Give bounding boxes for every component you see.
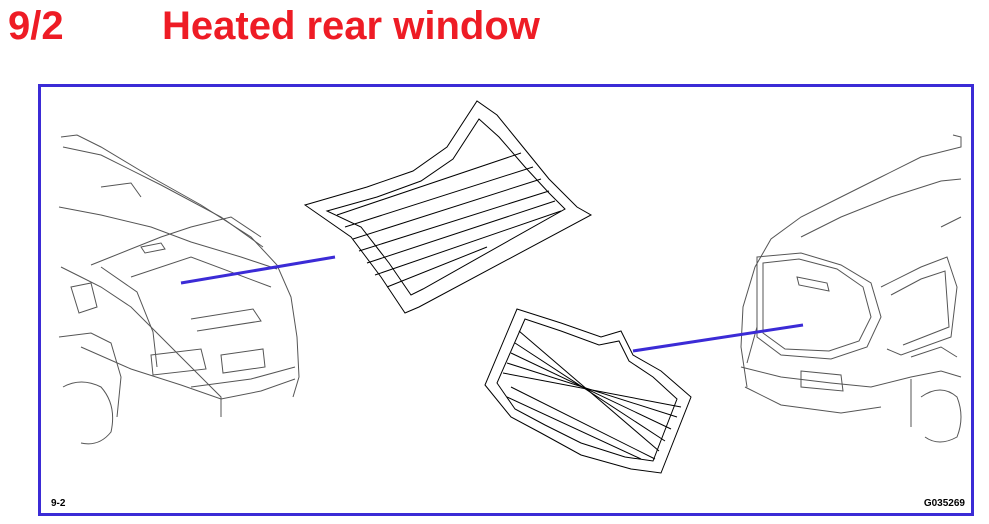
section-number: 9/2 — [8, 4, 64, 48]
pointer-line-sedan — [180, 255, 336, 285]
page-title: Heated rear window — [162, 4, 540, 48]
estate-heated-window-drawing — [484, 308, 692, 474]
sedan-heated-window-drawing — [303, 100, 593, 314]
figure-illustration — [58, 100, 962, 474]
page-header: 9/2 Heated rear window — [0, 0, 989, 60]
figure-frame: 9-2 G035269 — [38, 84, 974, 516]
estate-car-drawing — [740, 134, 962, 443]
figure-label: 9-2 — [51, 498, 66, 509]
pointer-line-estate — [632, 323, 804, 353]
figure-code: G035269 — [923, 498, 965, 509]
sedan-car-drawing — [58, 134, 300, 445]
